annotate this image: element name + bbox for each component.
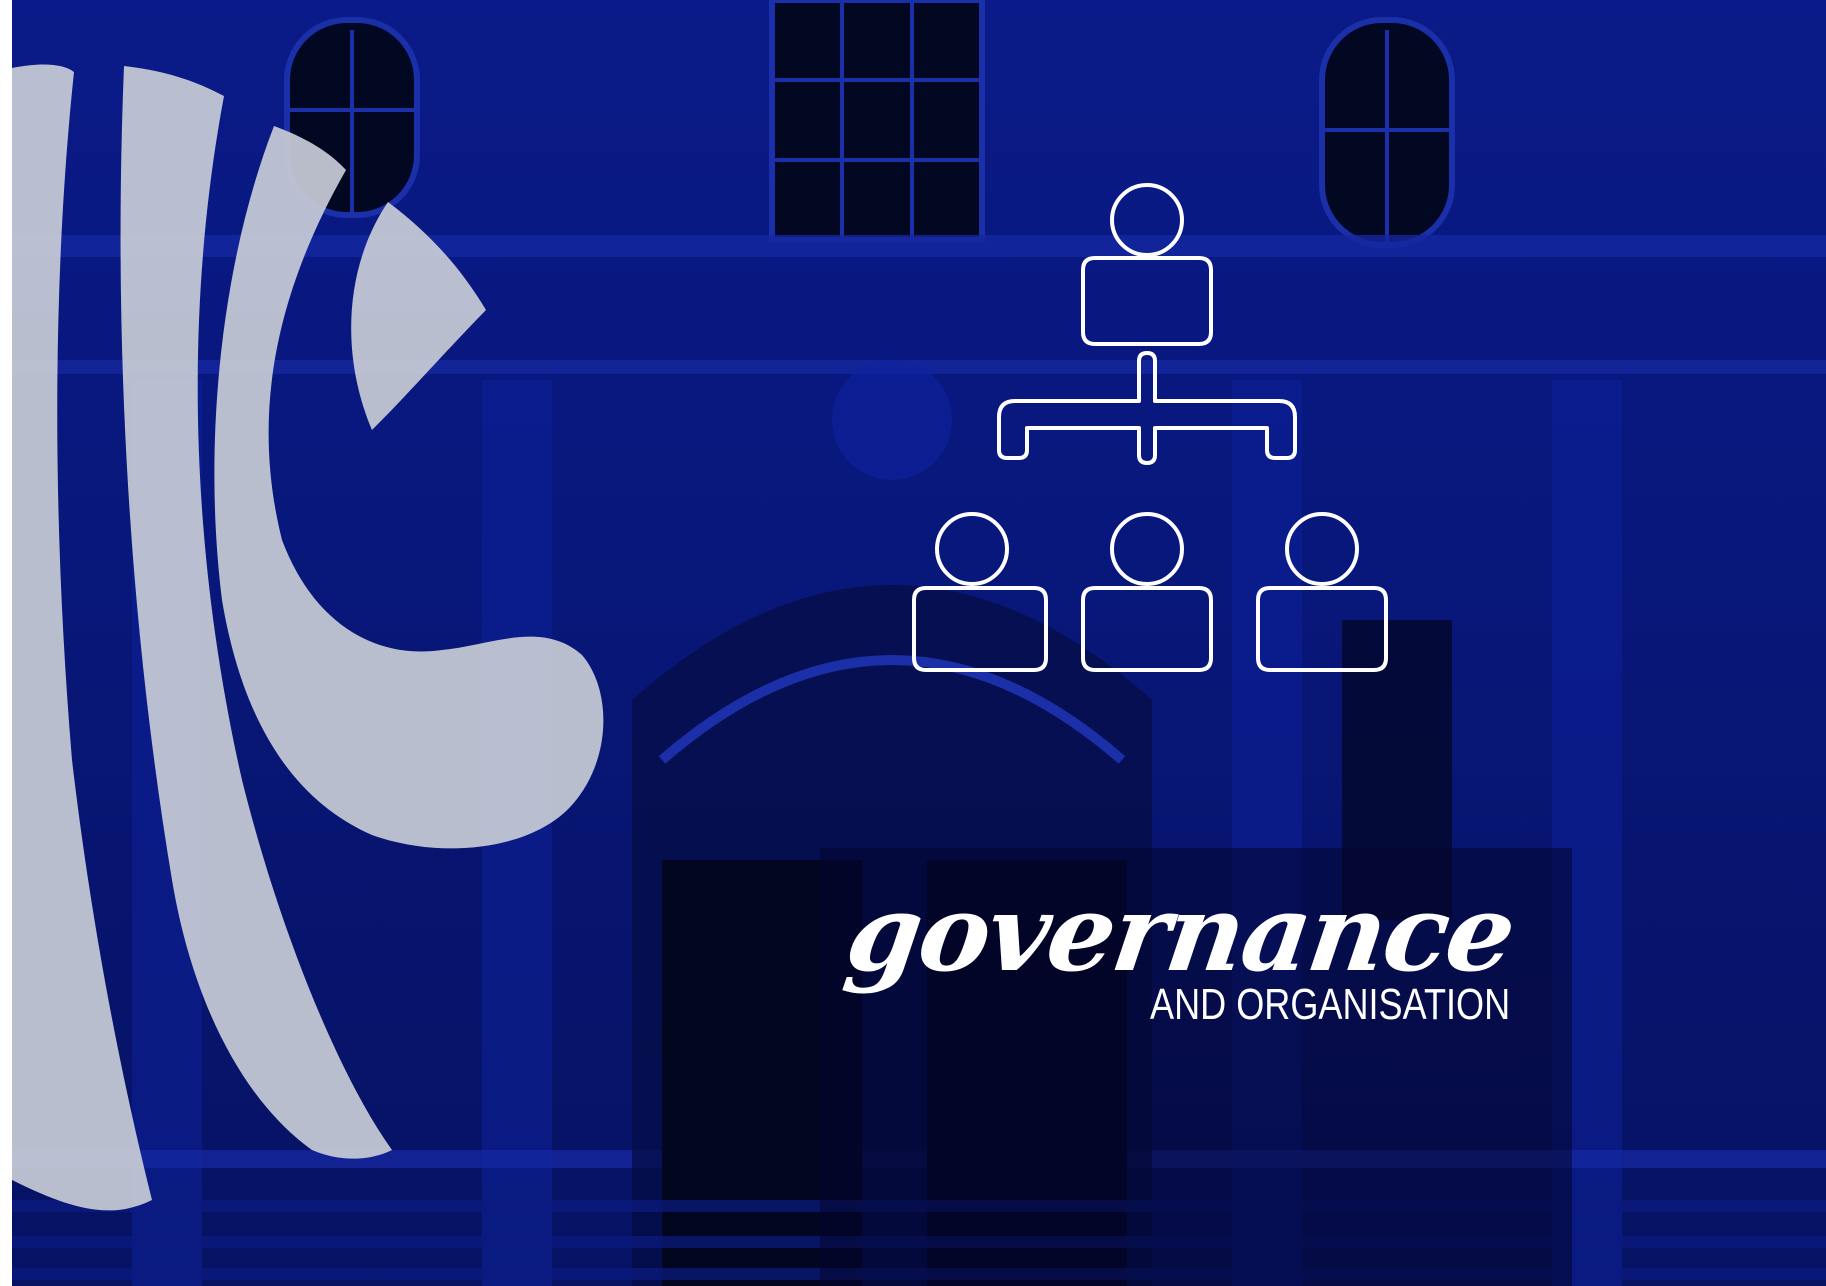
logo-arcs <box>12 64 604 1211</box>
title-panel <box>820 848 1572 1286</box>
page-title: governance <box>839 870 1522 995</box>
org-chart-icon <box>912 183 1388 672</box>
page-subtitle: AND ORGANISATION <box>1150 980 1511 1029</box>
